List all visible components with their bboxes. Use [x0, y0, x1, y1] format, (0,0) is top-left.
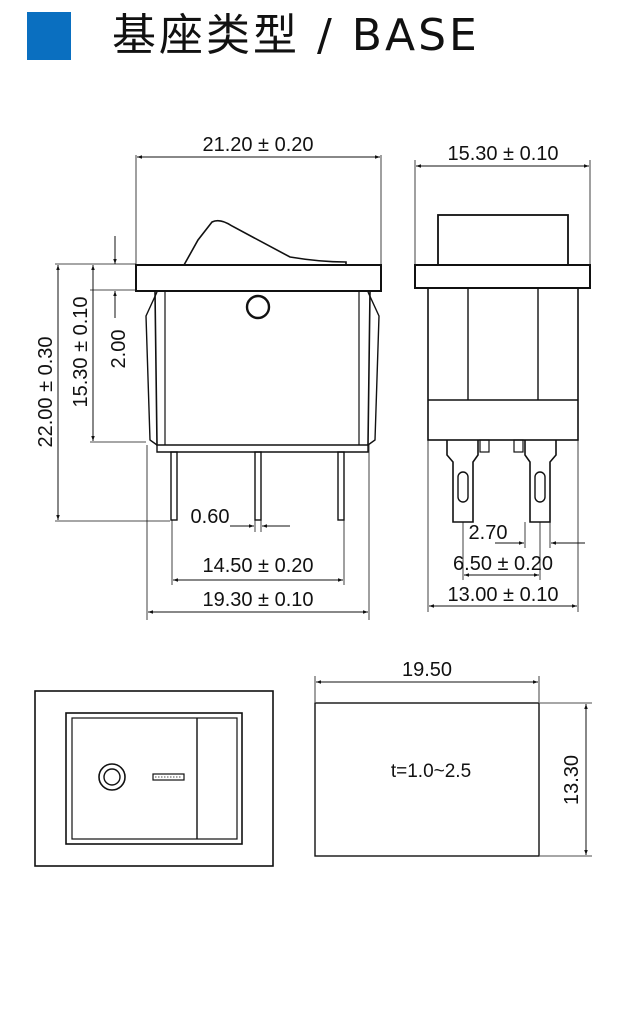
right-snap-tab — [367, 291, 380, 446]
dim-terminal-span: 14.50 ± 0.20 — [202, 555, 313, 577]
left-snap-tab — [145, 291, 158, 446]
dim-body-height: 15.30 ± 0.10 — [70, 296, 92, 407]
side-flange — [414, 264, 591, 289]
dim-side-terminal-pitch: 6.50 ± 0.20 — [453, 553, 553, 575]
side-body — [427, 287, 579, 441]
dim-flange-thickness: 2.00 — [108, 330, 130, 369]
indicator-lamp — [245, 294, 271, 320]
page-title: 基座类型 / BASE — [112, 10, 480, 61]
front-flange — [135, 264, 382, 292]
dim-cutout-height: 13.30 — [561, 755, 583, 805]
header-color-block — [27, 12, 71, 60]
dim-side-terminal-width: 2.70 — [469, 522, 508, 544]
front-terminal-middle — [254, 451, 262, 521]
on-symbol-icon — [98, 763, 126, 791]
dim-terminal-thickness: 0.60 — [191, 506, 230, 528]
dim-cutout-width: 19.50 — [402, 659, 452, 681]
front-view — [55, 155, 382, 620]
panel-thickness-label: t=1.0~2.5 — [391, 761, 471, 782]
front-terminal-left — [170, 451, 178, 521]
dim-overall-width: 21.20 ± 0.20 — [202, 134, 313, 156]
cutout-rect — [314, 702, 540, 857]
side-actuator — [437, 214, 569, 266]
switch-outer-bezel — [65, 712, 243, 845]
rocker-actuator — [183, 219, 347, 266]
panel-outer-frame — [34, 690, 274, 867]
off-symbol-icon — [152, 773, 185, 781]
dim-side-overall-width: 15.30 ± 0.10 — [447, 143, 558, 165]
front-body — [154, 290, 371, 446]
side-view — [414, 160, 591, 612]
front-terminal-right — [337, 451, 345, 521]
side-terminal-right — [524, 440, 557, 523]
side-terminal-left — [446, 440, 479, 523]
dim-overall-height: 22.00 ± 0.30 — [35, 336, 57, 447]
dim-body-width: 19.30 ± 0.10 — [202, 589, 313, 611]
panel-front-view — [34, 690, 274, 867]
dim-side-body-width: 13.00 ± 0.10 — [447, 584, 558, 606]
switch-inner-bezel — [71, 717, 238, 840]
panel-cutout-view — [314, 676, 592, 857]
